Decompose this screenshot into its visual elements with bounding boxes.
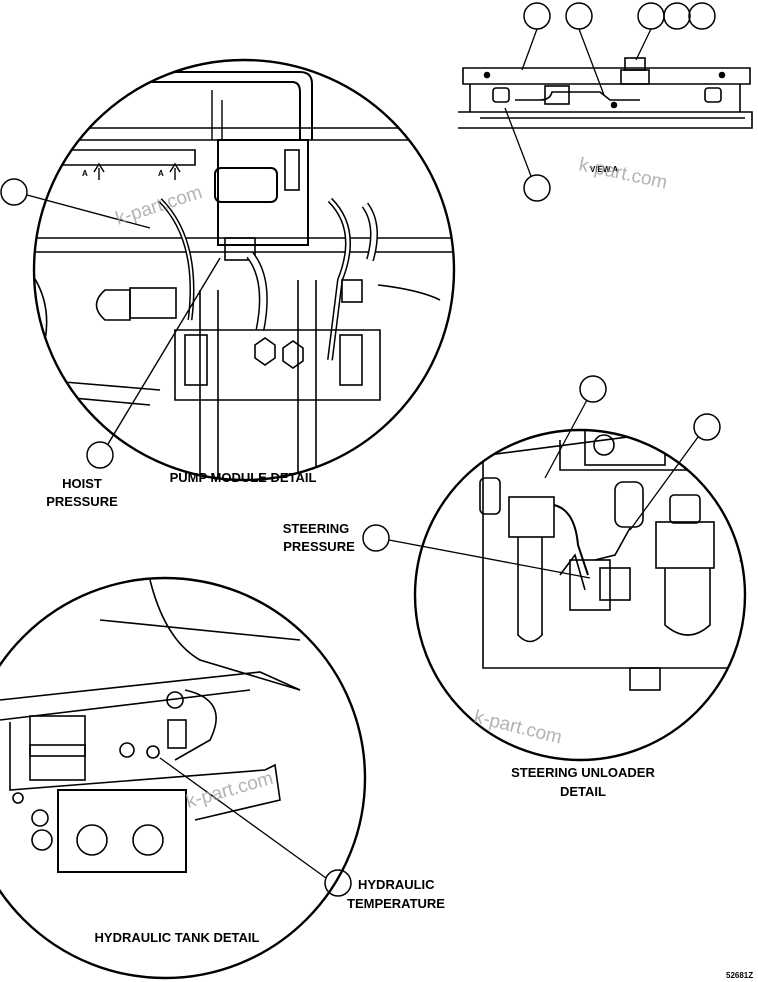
callout-balloon-hoist-pressure <box>86 441 114 469</box>
leader-steering-pressure <box>388 539 591 579</box>
watermark-1: k-part.com <box>113 182 205 230</box>
hydraulic-tank-detail: HYDRAULIC TEMPERATURE HYDRAULIC TANK DET… <box>0 576 445 980</box>
callout-balloon-steering-pressure <box>362 524 390 552</box>
section-a-right-label: A <box>158 169 164 178</box>
callout-balloon-view-a-4 <box>663 2 691 30</box>
callout-balloon-view-a-5 <box>688 2 716 30</box>
section-a-left-label: A <box>82 169 88 178</box>
pump-module-detail: A A HOIST PRESSURE PUMP MODULE DETAIL <box>0 58 456 509</box>
leader-pump-left <box>26 194 151 229</box>
hoist-pressure-label-line2: PRESSURE <box>46 494 118 509</box>
callout-balloon-pump-left <box>0 178 28 206</box>
leader-unloader-2 <box>629 436 699 531</box>
steering-unloader-detail-title-line2: DETAIL <box>560 784 606 799</box>
callout-balloon-unloader-2 <box>693 413 721 441</box>
drawing-number: 52681Z <box>726 971 753 980</box>
callout-balloon-hydraulic-temperature <box>324 869 352 897</box>
callout-balloon-view-a-3 <box>637 2 665 30</box>
watermark-2: k-part.com <box>577 154 669 193</box>
hoist-pressure-label-line1: HOIST <box>62 476 102 491</box>
callout-balloon-view-a-6 <box>523 174 551 202</box>
steering-pressure-label-line1: STEERING <box>283 521 349 536</box>
view-a-detail: VIEW A <box>458 2 753 202</box>
hydraulic-temperature-label-line2: TEMPERATURE <box>347 896 445 911</box>
leader-hydraulic-temperature <box>159 757 327 879</box>
callout-balloon-view-a-1 <box>523 2 551 30</box>
callout-balloon-unloader-1 <box>579 375 607 403</box>
pump-module-detail-title: PUMP MODULE DETAIL <box>170 470 317 485</box>
callout-balloon-view-a-2 <box>565 2 593 30</box>
leader-hoist-pressure <box>107 257 221 445</box>
hydraulic-temperature-label-line1: HYDRAULIC <box>358 877 435 892</box>
steering-pressure-label-line2: PRESSURE <box>283 539 355 554</box>
steering-unloader-detail-title-line1: STEERING UNLOADER <box>511 765 655 780</box>
leader-unloader-1 <box>544 399 588 479</box>
hydraulic-tank-detail-title: HYDRAULIC TANK DETAIL <box>95 930 260 945</box>
watermark-3: k-part.com <box>472 706 564 748</box>
view-a-label: VIEW A <box>590 165 618 174</box>
